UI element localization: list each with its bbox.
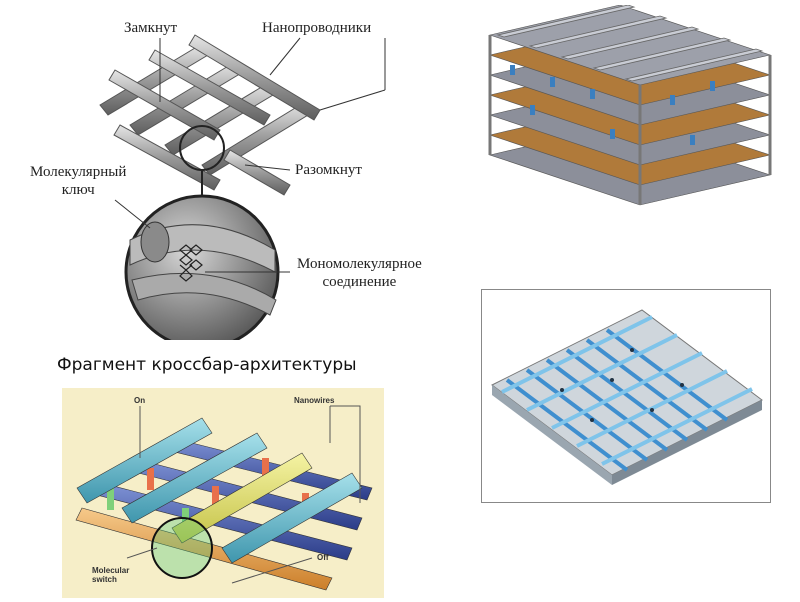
label-molecular-switch: Molecular switch bbox=[92, 566, 130, 584]
label-nanowires-en: Nanowires bbox=[294, 396, 335, 405]
colored-crossbar-diagram bbox=[75, 405, 373, 591]
blue-connectors bbox=[510, 65, 715, 145]
colored-crossbar-panel: On Nanowires Off Molecular switch bbox=[62, 388, 384, 598]
side-face bbox=[488, 35, 772, 205]
blue-crossbar-diagram bbox=[491, 309, 763, 485]
caption-crossbar-fragment: Фрагмент кроссбар-архитектуры bbox=[57, 355, 357, 375]
crossbar-grayscale-diagram bbox=[99, 34, 386, 340]
stack-layers bbox=[488, 5, 772, 206]
label-monomolecular: Мономолекулярное соединение bbox=[297, 256, 422, 290]
label-off: Off bbox=[317, 553, 329, 562]
magnified-junction bbox=[124, 194, 280, 340]
junction-dots bbox=[560, 348, 684, 422]
label-molecular-key: Молекулярный ключ bbox=[30, 164, 127, 198]
stacked-crossbar-3d bbox=[488, 5, 772, 206]
nanowire-layer-back bbox=[99, 44, 314, 176]
label-open: Разомкнут bbox=[295, 162, 362, 178]
nanowire-layer-front bbox=[108, 34, 321, 196]
blue-crossbar-panel bbox=[481, 289, 771, 503]
top-layer-bars bbox=[496, 5, 764, 82]
upper-wires bbox=[76, 417, 363, 564]
label-on: On bbox=[134, 396, 146, 405]
label-nanowires-ru: Нанопроводники bbox=[262, 20, 372, 36]
label-closed: Замкнут bbox=[124, 20, 178, 36]
blue-wires-a bbox=[505, 328, 729, 472]
molecule-chain bbox=[179, 244, 203, 282]
molecular-switch-highlight bbox=[151, 517, 213, 579]
